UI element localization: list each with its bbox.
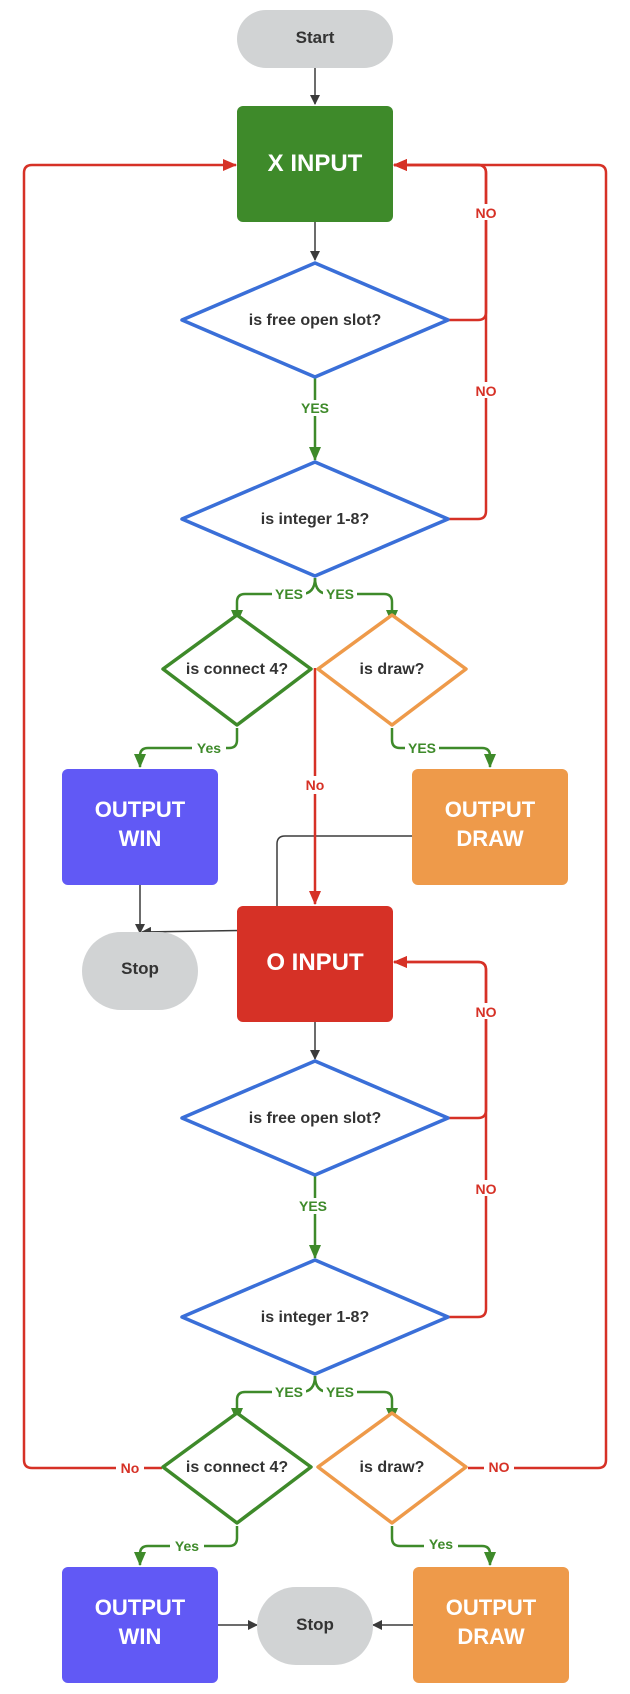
label-o-int-yes-left: YES	[275, 1384, 303, 1400]
label-x-int-yes-right: YES	[326, 586, 354, 602]
o-output-draw-line2: DRAW	[457, 1624, 524, 1649]
x-input-node: X INPUT	[237, 106, 393, 222]
label-x-draw-no: No	[306, 777, 325, 793]
stop-node-top: Stop	[82, 932, 198, 1010]
label-x-c4-yes: Yes	[197, 740, 221, 756]
o-free-slot-label: is free open slot?	[249, 1110, 381, 1127]
start-label: Start	[296, 28, 335, 47]
o-free-slot-decision: is free open slot?	[180, 1059, 450, 1177]
stop-bottom-label: Stop	[296, 1615, 334, 1634]
x-output-draw-line2: DRAW	[456, 826, 523, 851]
x-draw-decision: is draw?	[316, 613, 468, 727]
label-o-c4-yes: Yes	[175, 1538, 199, 1554]
edge-o-int-yes-right	[313, 1375, 398, 1422]
label-o-free-no: NO	[476, 1004, 497, 1020]
x-connect4-label: is connect 4?	[186, 661, 288, 678]
o-input-node: O INPUT	[237, 906, 393, 1022]
o-input-label: O INPUT	[266, 949, 364, 976]
label-x-free-yes: YES	[301, 400, 329, 416]
label-o-free-yes: YES	[299, 1198, 327, 1214]
stop-top-label: Stop	[121, 959, 159, 978]
edge-o-c4-no	[22, 159, 237, 1470]
label-o-c4-no: No	[121, 1460, 140, 1476]
x-output-draw-node: OUTPUT DRAW	[412, 769, 568, 885]
o-connect4-decision: is connect 4?	[161, 1411, 313, 1525]
x-input-label: X INPUT	[268, 150, 363, 177]
label-o-draw-yes: Yes	[429, 1536, 453, 1552]
o-output-win-line1: OUTPUT	[95, 1595, 186, 1620]
o-draw-decision: is draw?	[316, 1411, 468, 1525]
edge-o-int-no	[393, 956, 488, 1319]
x-free-slot-label: is free open slot?	[249, 312, 381, 329]
x-free-slot-decision: is free open slot?	[180, 261, 450, 379]
o-output-win-node: OUTPUT WIN	[62, 1567, 218, 1683]
x-output-win-line2: WIN	[119, 826, 162, 851]
o-connect4-label: is connect 4?	[186, 1459, 288, 1476]
label-x-draw-yes: YES	[408, 740, 436, 756]
o-output-draw-node: OUTPUT DRAW	[413, 1567, 569, 1683]
edge-x-int-yes-left	[231, 577, 317, 624]
edge-o-free-no	[393, 956, 488, 1120]
x-draw-label: is draw?	[360, 661, 425, 678]
edge-o-draw-no	[393, 159, 608, 1470]
start-node: Start	[237, 10, 393, 68]
edge-x-draw-yes	[390, 728, 496, 768]
edge-o-int-yes-left	[231, 1375, 317, 1422]
edge-x-free-no	[393, 159, 488, 322]
label-o-int-no: NO	[476, 1181, 497, 1197]
label-x-int-yes-left: YES	[275, 586, 303, 602]
x-output-draw-line1: OUTPUT	[445, 797, 536, 822]
label-o-draw-no: NO	[489, 1459, 510, 1475]
x-output-win-line1: OUTPUT	[95, 797, 186, 822]
x-connect4-decision: is connect 4?	[161, 613, 313, 727]
o-integer-decision: is integer 1-8?	[180, 1258, 450, 1376]
o-output-win-line2: WIN	[119, 1624, 162, 1649]
o-draw-label: is draw?	[360, 1459, 425, 1476]
x-output-win-node: OUTPUT WIN	[62, 769, 218, 885]
o-integer-label: is integer 1-8?	[261, 1309, 369, 1326]
stop-node-bottom: Stop	[257, 1587, 373, 1665]
label-x-free-no: NO	[476, 205, 497, 221]
label-x-int-no: NO	[476, 383, 497, 399]
o-output-draw-line1: OUTPUT	[446, 1595, 537, 1620]
label-o-int-yes-right: YES	[326, 1384, 354, 1400]
x-integer-decision: is integer 1-8?	[180, 460, 450, 578]
x-integer-label: is integer 1-8?	[261, 511, 369, 528]
edge-x-c4-yes	[134, 728, 239, 768]
edge-x-int-yes-right	[313, 577, 398, 624]
